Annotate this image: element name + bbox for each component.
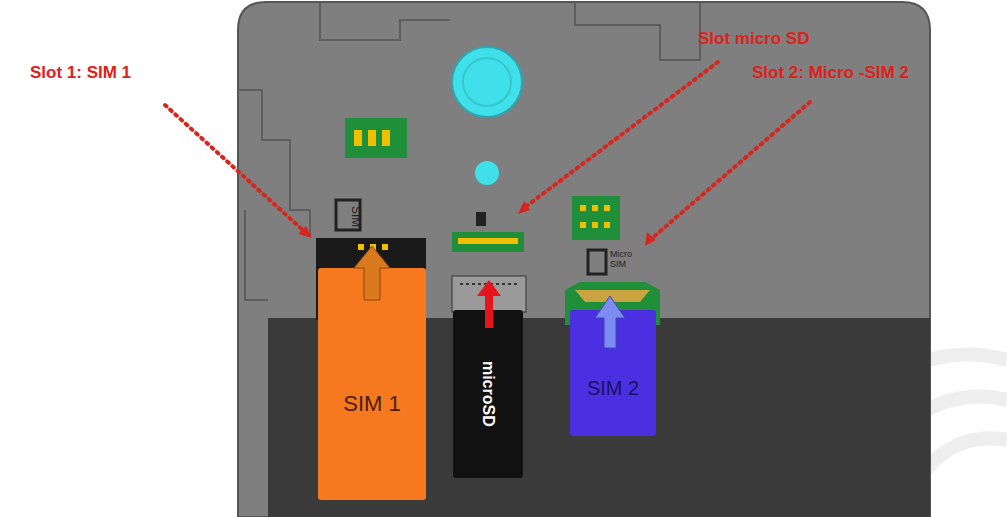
micro-sim-icon xyxy=(588,250,606,274)
sim2-latch xyxy=(575,290,650,302)
callout-label: Slot 2: Micro -SIM 2 xyxy=(752,64,909,83)
contact-pads xyxy=(354,130,390,146)
card-label: SIM 2 xyxy=(587,377,639,399)
flash xyxy=(475,161,499,185)
card-label: microSD xyxy=(479,361,497,427)
sd-connector xyxy=(452,232,524,252)
insert-arrow xyxy=(354,246,390,300)
body-seams xyxy=(238,2,700,300)
card-label: SIM 1 xyxy=(343,392,400,416)
leader-tip xyxy=(298,201,656,246)
phone-body xyxy=(238,2,930,517)
sd-icon xyxy=(476,212,486,226)
sim2-contacts xyxy=(572,196,620,240)
slot-marking: SIM xyxy=(349,206,362,227)
callout-label: Slot micro SD xyxy=(698,30,809,49)
camera-ring xyxy=(463,58,511,106)
insert-arrow xyxy=(595,296,625,348)
microsd-card: microSD xyxy=(453,310,523,478)
insert-arrow xyxy=(477,280,501,328)
callout-label: Slot 1: SIM 1 xyxy=(30,64,131,83)
leader-line xyxy=(165,62,810,240)
sim1-contacts xyxy=(345,118,407,158)
camera-lens xyxy=(452,47,522,117)
slot-marking: Micro SIM xyxy=(610,250,640,270)
sd-slot xyxy=(452,276,526,312)
sim-card: SIM 2 xyxy=(570,310,656,436)
sim-card: SIM 1 xyxy=(318,268,426,500)
